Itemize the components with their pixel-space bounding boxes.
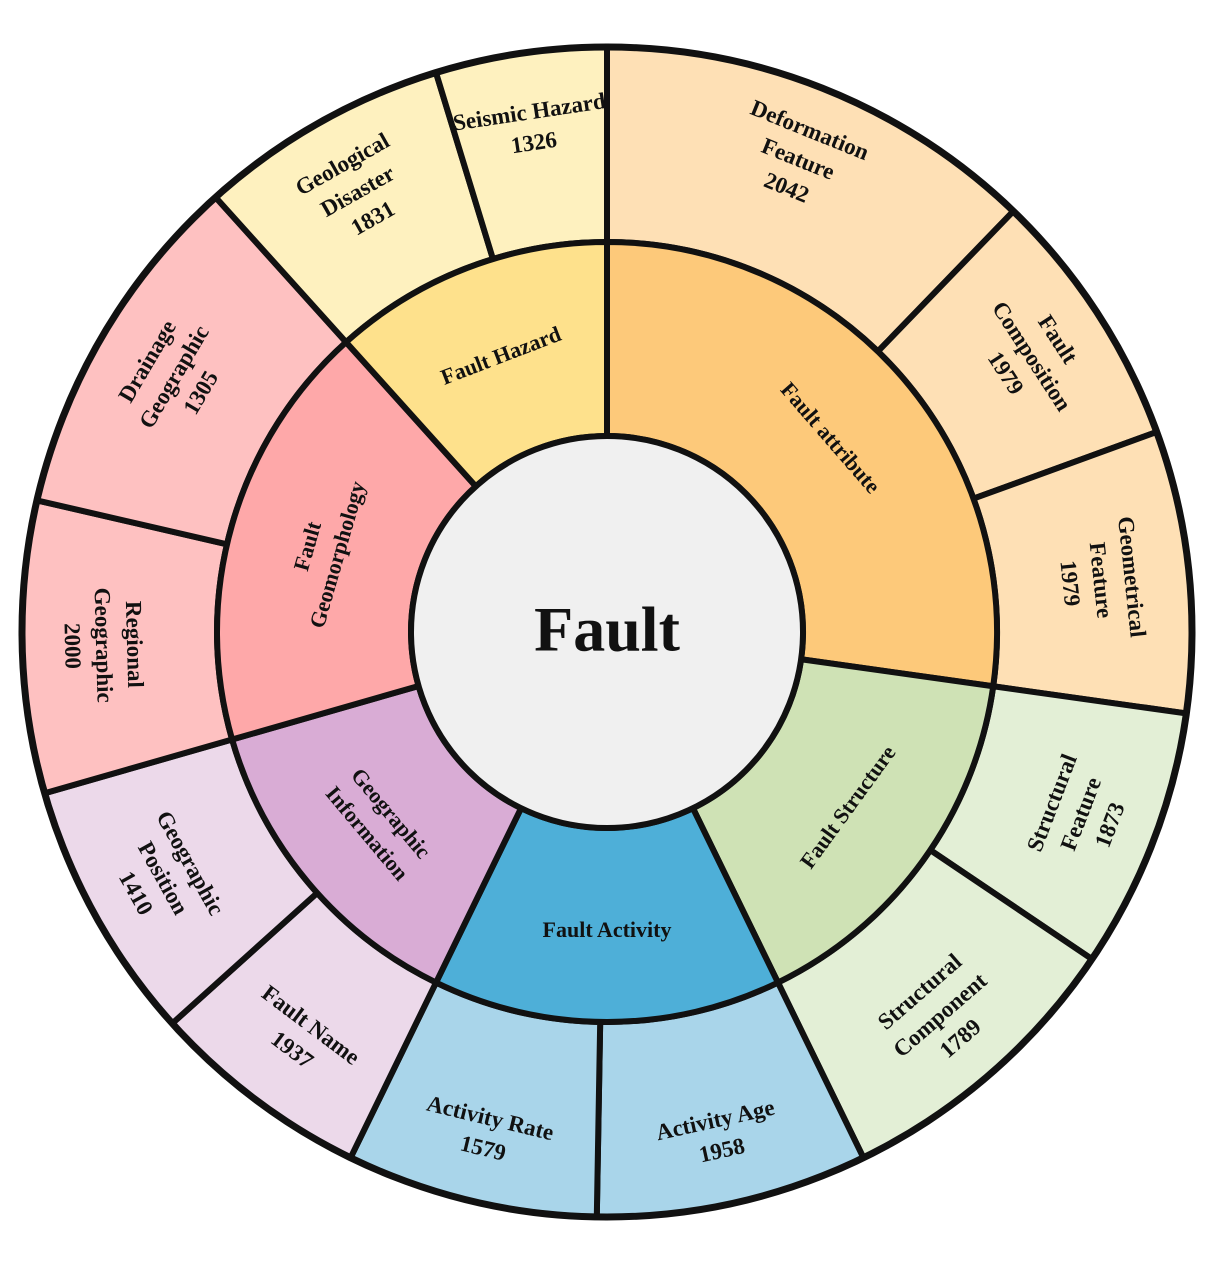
subcategory-label-regional-geographic: RegionalGeographic2000 (59, 587, 149, 704)
category-label-fault-activity-line: Fault Activity (543, 917, 672, 942)
subcategory-label-regional-geographic-line: Regional (121, 601, 148, 689)
subcategory-label-regional-geographic-line: 2000 (59, 623, 85, 670)
category-label-fault-activity: Fault Activity (543, 917, 672, 942)
subcategory-label-geometrical-feature-line: 1979 (1055, 559, 1085, 607)
center-label: Fault (534, 594, 680, 665)
center-group: Fault (408, 433, 806, 831)
inner-ring (214, 238, 1000, 1025)
center-circle (408, 433, 806, 831)
subcategory-label-regional-geographic-line: Geographic (90, 587, 118, 703)
outer-ring (18, 43, 1196, 1221)
outer-rim (18, 43, 1196, 1221)
